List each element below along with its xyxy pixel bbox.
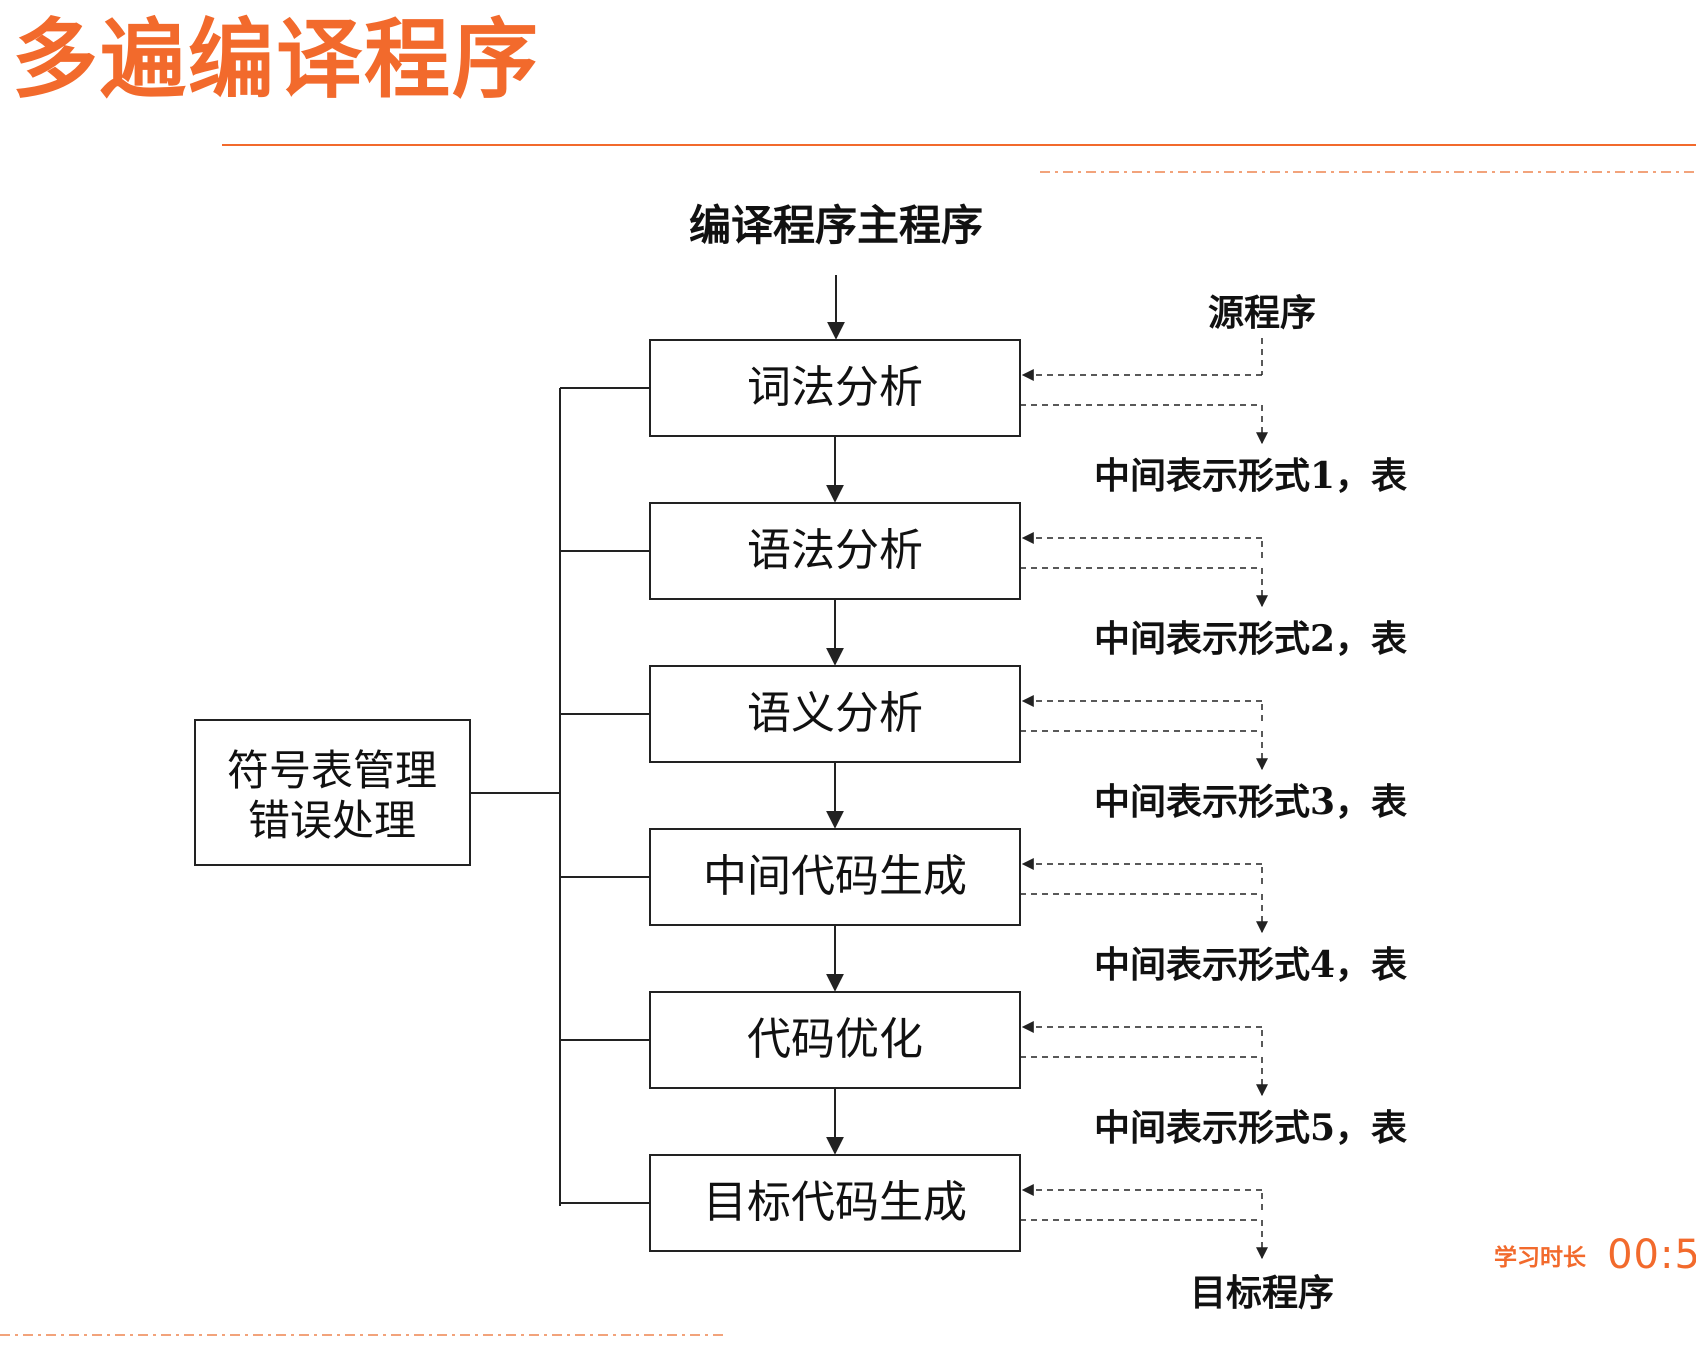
- phase-label: 目标代码生成: [703, 1177, 967, 1228]
- symbol-table-label: 符号表管理: [227, 746, 437, 795]
- intermediate-form-label: 中间表示形式2，表: [1094, 618, 1407, 660]
- timer-value: 00:5: [1607, 1232, 1696, 1278]
- slide-title: 多遍编译程序: [12, 10, 540, 110]
- error-handling-label: 错误处理: [248, 796, 416, 845]
- intermediate-form-label: 中间表示形式1，表: [1094, 455, 1407, 497]
- phase-box: [649, 991, 1021, 1089]
- timer-label: 学习时长: [1494, 1245, 1586, 1271]
- symbol-table-error-box: [194, 719, 471, 866]
- source-program-label: 源程序: [1208, 292, 1316, 334]
- target-program-label: 目标程序: [1190, 1272, 1334, 1314]
- intermediate-form-label: 中间表示形式4，表: [1094, 944, 1407, 986]
- intermediate-form-label: 中间表示形式3，表: [1094, 781, 1407, 823]
- phase-box: [649, 1154, 1021, 1252]
- intermediate-form-group: 中间表示形式1，表中间表示形式2，表中间表示形式3，表中间表示形式4，表中间表示…: [1094, 455, 1407, 1149]
- study-timer: 学习时长 00:5: [1494, 1232, 1696, 1278]
- phase-label: 中间代码生成: [703, 851, 967, 902]
- intermediate-form-label: 中间表示形式5，表: [1094, 1107, 1407, 1149]
- phase-label: 词法分析: [747, 362, 923, 413]
- phase-label: 代码优化: [747, 1014, 923, 1065]
- phase-label: 语法分析: [747, 525, 923, 576]
- phase-box: [649, 502, 1021, 600]
- phase-box: [649, 828, 1021, 926]
- phase-label: 语义分析: [747, 688, 923, 739]
- main-program-label: 编译程序主程序: [689, 201, 983, 250]
